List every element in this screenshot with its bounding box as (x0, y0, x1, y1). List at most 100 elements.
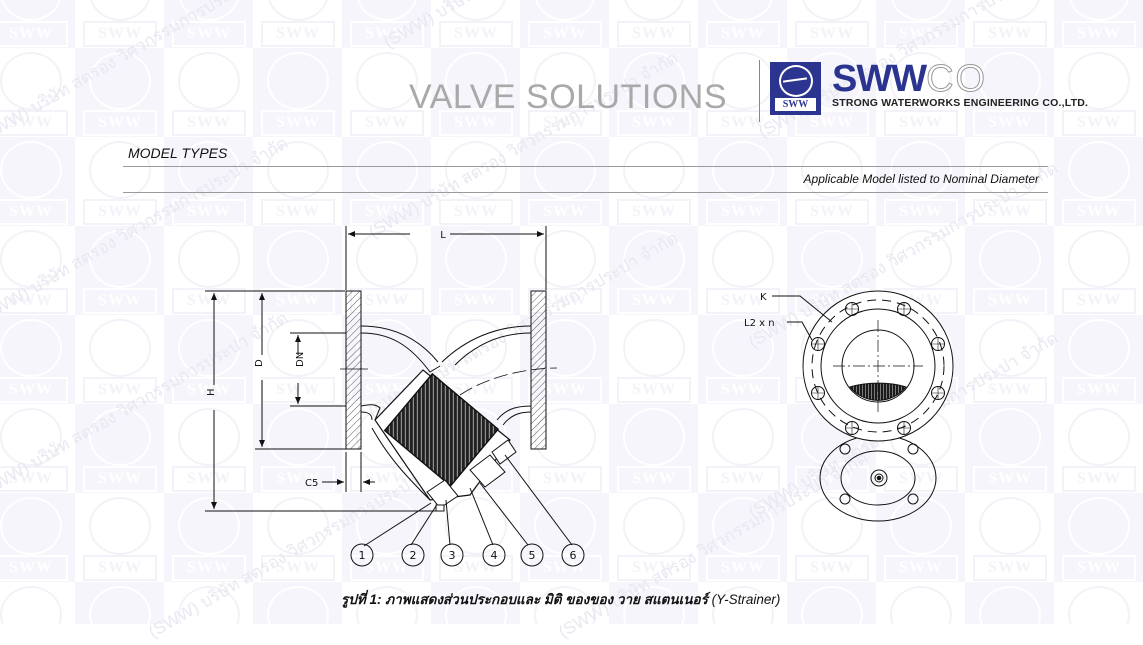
watermark-logo-icon (0, 230, 62, 288)
watermark-tile-text: SWW (350, 199, 424, 225)
end-view (772, 290, 954, 522)
watermark-logo-icon (623, 408, 685, 466)
watermark-tile-text: SWW (1062, 555, 1136, 581)
watermark-tile-text: SWW (617, 555, 691, 581)
watermark-logo-icon (267, 230, 329, 288)
watermark-tile: SWW (75, 226, 164, 315)
watermark-tile: SWW (787, 493, 876, 582)
watermark-logo-icon (267, 408, 329, 466)
watermark-tile: SWW (253, 0, 342, 48)
logo-circle-icon (779, 65, 813, 97)
watermark-tile: SWW (0, 315, 75, 404)
watermark-logo-icon (0, 497, 62, 555)
watermark-tile: SWW (342, 137, 431, 226)
watermark-tile: SWW (787, 137, 876, 226)
watermark-tile-text: SWW (172, 21, 246, 47)
caption-prefix: รูปที่ 1: (341, 592, 382, 607)
watermark-tile-text: SWW (439, 288, 513, 314)
watermark-logo-icon (267, 141, 329, 199)
watermark-logo-icon (534, 230, 596, 288)
watermark-logo-icon (178, 230, 240, 288)
company-logo-icon: SWW (770, 62, 821, 115)
watermark-tile-text: SWW (528, 466, 602, 492)
watermark-tile: SWW (0, 226, 75, 315)
watermark-tile-text: SWW (1062, 199, 1136, 225)
watermark-tile: SWW (698, 493, 787, 582)
watermark-tile: SWW (609, 226, 698, 315)
watermark-tile: SWW (698, 137, 787, 226)
watermark-tile: SWW (1054, 582, 1143, 624)
watermark-tile: SWW (698, 0, 787, 48)
watermark-tile-text: SWW (1062, 288, 1136, 314)
watermark-tile-text: SWW (83, 110, 157, 136)
watermark-logo-icon (534, 52, 596, 110)
watermark-logo-icon (267, 52, 329, 110)
watermark-logo-icon (178, 141, 240, 199)
watermark-logo-icon (178, 52, 240, 110)
watermark-tile: SWW (965, 0, 1054, 48)
watermark-logo-icon (712, 497, 774, 555)
watermark-logo-icon (0, 141, 62, 199)
watermark-tile-text: SWW (439, 21, 513, 47)
callout-6: 6 (570, 549, 577, 562)
watermark-tile-text: SWW (83, 21, 157, 47)
watermark-tile: SWW (520, 48, 609, 137)
watermark-tile-text: SWW (617, 199, 691, 225)
watermark-tile-text: SWW (884, 21, 958, 47)
watermark-tile-text: SWW (83, 288, 157, 314)
watermark-tile-text: SWW (617, 21, 691, 47)
watermark-logo-icon (890, 52, 952, 110)
company-name: STRONG WATERWORKS ENGINEERING CO.,LTD. (832, 97, 1089, 109)
watermark-tile: SWW (965, 226, 1054, 315)
watermark-logo-icon (979, 230, 1041, 288)
watermark-logo-icon (1068, 52, 1130, 110)
bolt-holes (811, 302, 945, 435)
watermark-tile-text: SWW (83, 555, 157, 581)
watermark-tile: SWW (75, 582, 164, 624)
watermark-logo-icon (178, 408, 240, 466)
watermark-logo-icon (1068, 319, 1130, 377)
caption-text: ภาพแสดงส่วนประกอบและ มิติ ของของ วาย สแต… (385, 592, 708, 607)
watermark-tile-text: SWW (172, 466, 246, 492)
watermark-tile-text: SWW (0, 377, 68, 403)
watermark-tile: SWW (876, 48, 965, 137)
watermark-tile-text: SWW (0, 21, 68, 47)
watermark-tile: SWW (876, 582, 965, 624)
watermark-logo-icon (979, 52, 1041, 110)
watermark-tile: SWW (431, 226, 520, 315)
watermark-tile: SWW (965, 48, 1054, 137)
watermark-tile-text: SWW (884, 555, 958, 581)
watermark-logo-icon (979, 141, 1041, 199)
watermark-logo-icon (445, 52, 507, 110)
label-K: K (760, 292, 767, 303)
watermark-tile-text: SWW (973, 466, 1047, 492)
watermark-tile-text: SWW (706, 377, 780, 403)
watermark-tile: SWW (0, 493, 75, 582)
watermark-tile-text: SWW (973, 555, 1047, 581)
callout-2: 2 (410, 549, 417, 562)
watermark-tile: SWW (965, 137, 1054, 226)
watermark-logo-icon (979, 497, 1041, 555)
watermark-tile-text: SWW (884, 199, 958, 225)
watermark-tile: SWW (0, 137, 75, 226)
watermark-tile-text: SWW (617, 466, 691, 492)
watermark-logo-icon (178, 319, 240, 377)
watermark-tile: SWW (164, 404, 253, 493)
watermark-tile-text: SWW (1062, 110, 1136, 136)
label-L2xn: L2 x n (744, 318, 775, 329)
watermark-tile: SWW (0, 404, 75, 493)
watermark-logo-icon (89, 408, 151, 466)
watermark-tile-text: SWW (528, 377, 602, 403)
watermark-logo-icon (0, 319, 62, 377)
watermark-logo-icon (623, 52, 685, 110)
watermark-logo-icon (0, 408, 62, 466)
watermark-tile-text: SWW (261, 110, 335, 136)
watermark-tile-text: SWW (973, 199, 1047, 225)
callout-numbers: 1 2 3 4 5 6 (359, 549, 577, 562)
watermark-logo-icon (890, 141, 952, 199)
watermark-logo-icon (623, 319, 685, 377)
side-view (205, 226, 585, 567)
figure-caption: รูปที่ 1: ภาพแสดงส่วนประกอบและ มิติ ของข… (341, 588, 780, 610)
header-divider (759, 60, 760, 122)
watermark-logo-icon (267, 497, 329, 555)
